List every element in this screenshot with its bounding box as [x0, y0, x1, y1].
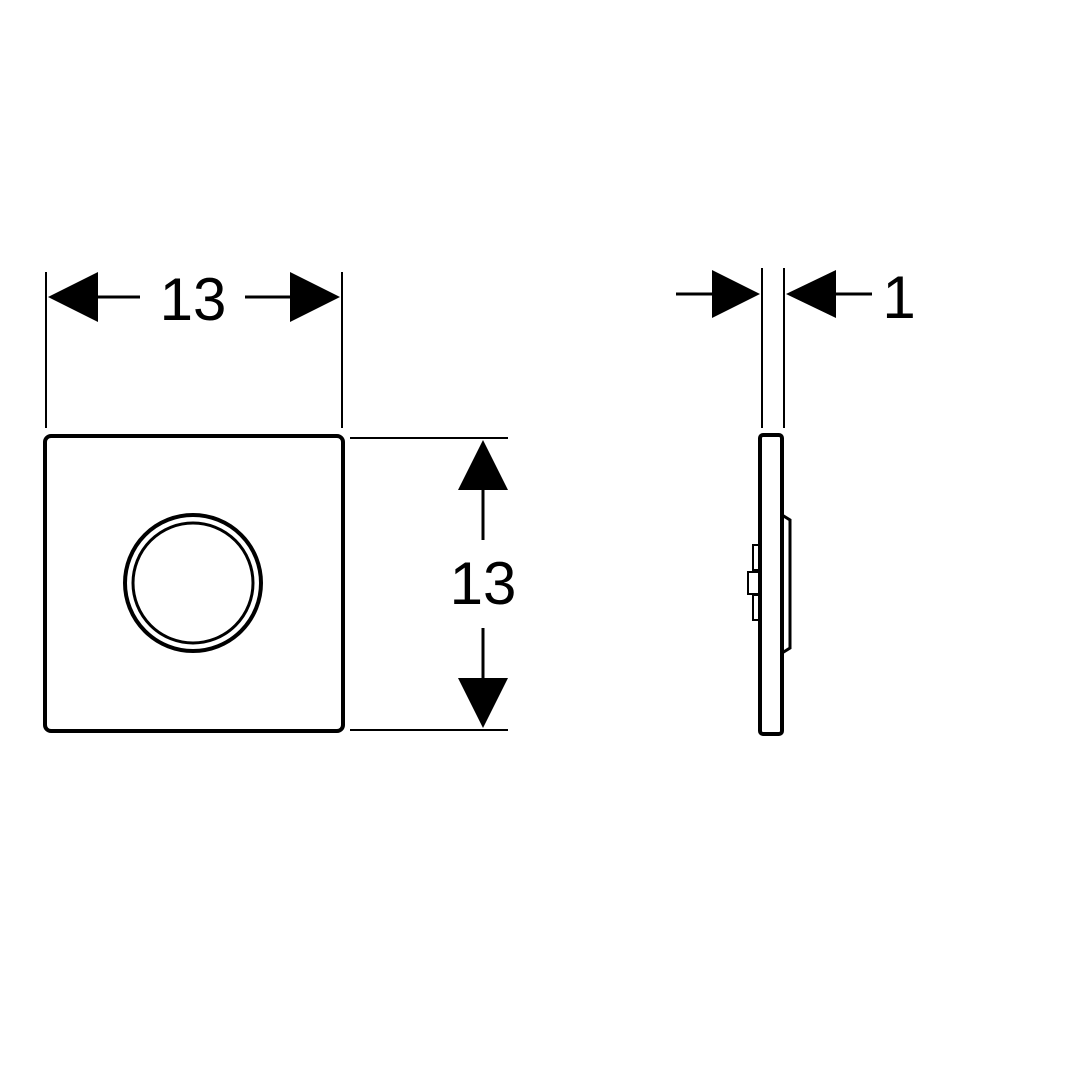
side-actuator-stem-upper — [752, 544, 761, 571]
width-arrow-right — [290, 272, 340, 322]
height-arrow-top — [458, 440, 508, 490]
front-plate-outline — [43, 434, 345, 733]
thickness-arrow-left — [712, 270, 760, 318]
height-arrow-bottom — [458, 678, 508, 728]
thickness-dimension: 1 — [676, 264, 916, 428]
width-dimension: 13 — [45, 266, 343, 428]
width-arrow-left — [48, 272, 98, 322]
actuation-button-outer-ring — [123, 513, 263, 653]
side-mounting-bracket — [781, 513, 792, 655]
actuation-button-inner-ring — [131, 521, 255, 645]
front-view — [43, 434, 345, 733]
width-dimension-label: 13 — [160, 266, 227, 333]
side-actuator-stem-base — [752, 594, 761, 621]
side-plate-outline — [758, 433, 784, 736]
side-view — [747, 433, 792, 736]
thickness-dimension-label: 1 — [882, 264, 915, 331]
height-dimension-label: 13 — [450, 550, 517, 617]
thickness-arrow-right — [786, 270, 836, 318]
height-dimension: 13 — [350, 437, 517, 731]
